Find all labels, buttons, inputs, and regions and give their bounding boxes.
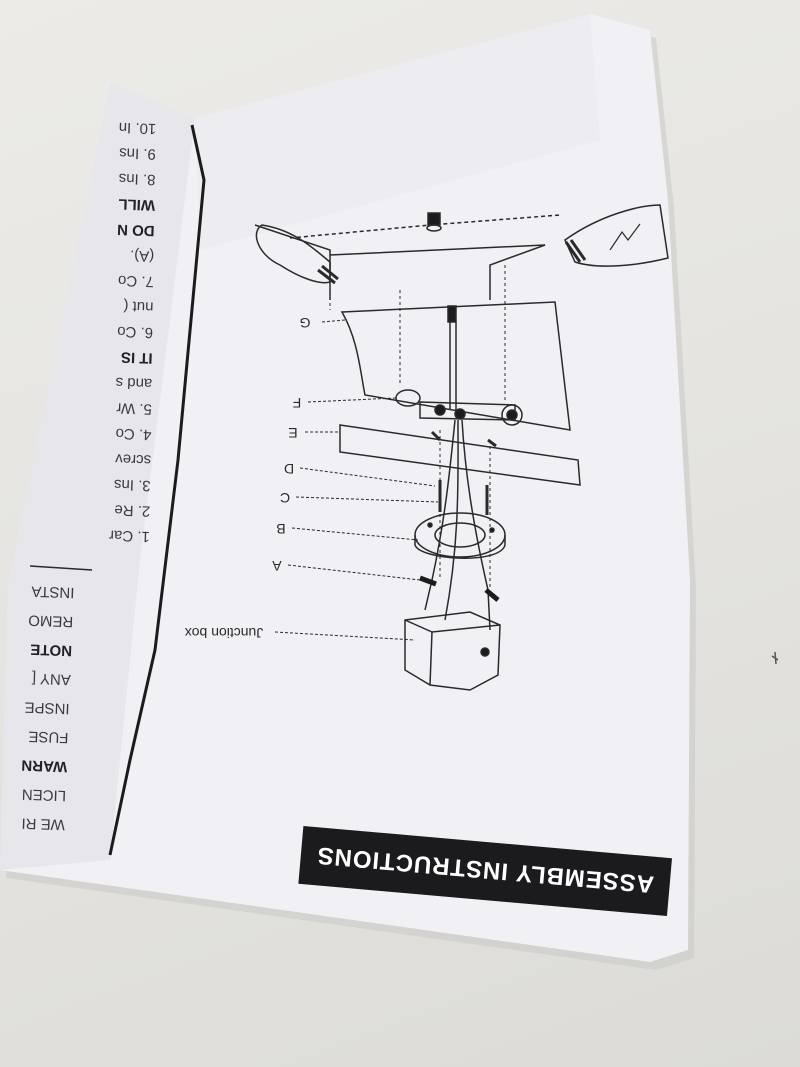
label-junction-box: Junction box [185, 625, 264, 641]
column-line: 6. Co [117, 323, 153, 341]
top-hook [427, 212, 441, 226]
right-bulb-socket [564, 239, 587, 263]
column-line: 3. Ins [114, 476, 151, 494]
leader-c [295, 496, 439, 503]
column-line: 2. Re [114, 501, 150, 519]
ceiling-outline [254, 224, 546, 300]
label-a: A [272, 558, 282, 574]
assembly-diagram [254, 204, 669, 691]
b-ring-inner [434, 522, 486, 548]
column-line: REMO [28, 611, 74, 630]
column-line: (A). [130, 247, 155, 265]
left-column-rule [29, 565, 93, 571]
leader-d [299, 467, 436, 487]
right-column-text: 1. Car 2. Re 3. Ins screv 4. Co 5. Wr and s IT … [109, 119, 157, 545]
right-bulb-bolt [609, 223, 641, 251]
column-line: FUSE [28, 728, 69, 746]
column-line: INSPE [24, 698, 70, 717]
column-line: 9. Ins [119, 144, 156, 162]
column-line: WARN [21, 756, 67, 775]
column-line: INSTA [31, 582, 75, 600]
e-band [339, 424, 581, 486]
column-line: 8. Ins [118, 170, 155, 188]
label-g: G [300, 315, 311, 331]
paper-crease [0, 82, 195, 870]
column-line: 5. Wr [116, 399, 152, 417]
column-line: ANY [ [31, 670, 71, 688]
label-b: B [276, 521, 285, 537]
b-ring-dot-1 [427, 522, 433, 528]
label-f: F [293, 395, 302, 411]
leader-a [287, 564, 421, 581]
e-screws [430, 430, 497, 448]
column-line: WILL [118, 195, 155, 213]
junction-screw [480, 647, 490, 657]
paper-crease-2 [195, 14, 600, 250]
top-ring [426, 224, 442, 232]
label-c: C [280, 490, 290, 506]
column-line: WE RI [21, 814, 65, 833]
guide-lines [329, 265, 506, 590]
f-nut-2 [454, 408, 466, 420]
diagram-labels: G F E D C B A Junction box [185, 315, 311, 641]
column-line: 7. Co [118, 272, 154, 290]
junction-box [404, 611, 501, 691]
left-column-text: WE RI LICEN WARN FUSE INSPE ANY [ NOTE REMO INST… [21, 582, 75, 832]
f-bracket [419, 401, 516, 421]
label-d: D [284, 461, 294, 477]
wire-bundle [424, 419, 491, 631]
column-line: screv [114, 450, 151, 468]
column-line: 4. Co [115, 425, 151, 443]
b-ring-edge [414, 535, 506, 559]
column-line: nut ( [123, 297, 154, 315]
b-ring-dot-2 [489, 527, 495, 533]
column-divider [108, 124, 206, 856]
column-line: LICEN [22, 785, 67, 804]
f-ring-left [395, 389, 421, 407]
leader-g [321, 319, 346, 323]
column-line: NOTE [30, 641, 72, 659]
column-line: IT IS [121, 348, 153, 366]
f-nut-3 [501, 404, 523, 426]
label-e: E [288, 425, 297, 441]
wire-nut-1 [419, 575, 437, 587]
wire-nut-2 [484, 588, 500, 602]
center-rod [447, 305, 457, 323]
right-bulb-shape [564, 204, 669, 267]
banner-bar [298, 825, 672, 917]
column-line: 1. Car [109, 527, 150, 545]
leader-b [291, 527, 419, 541]
canopy-plate [340, 301, 571, 431]
f-nut-3-core [506, 409, 518, 421]
leader-junction [274, 631, 416, 641]
column-line: 10. In [118, 119, 156, 137]
f-nut-1 [434, 404, 446, 416]
title-banner: ASSEMBLY INSTRUCTIONS [298, 825, 672, 917]
surface-mark [771, 651, 779, 665]
column-line: and s [115, 374, 152, 392]
rod-lines [449, 322, 457, 410]
column-line: DO N [117, 221, 155, 239]
